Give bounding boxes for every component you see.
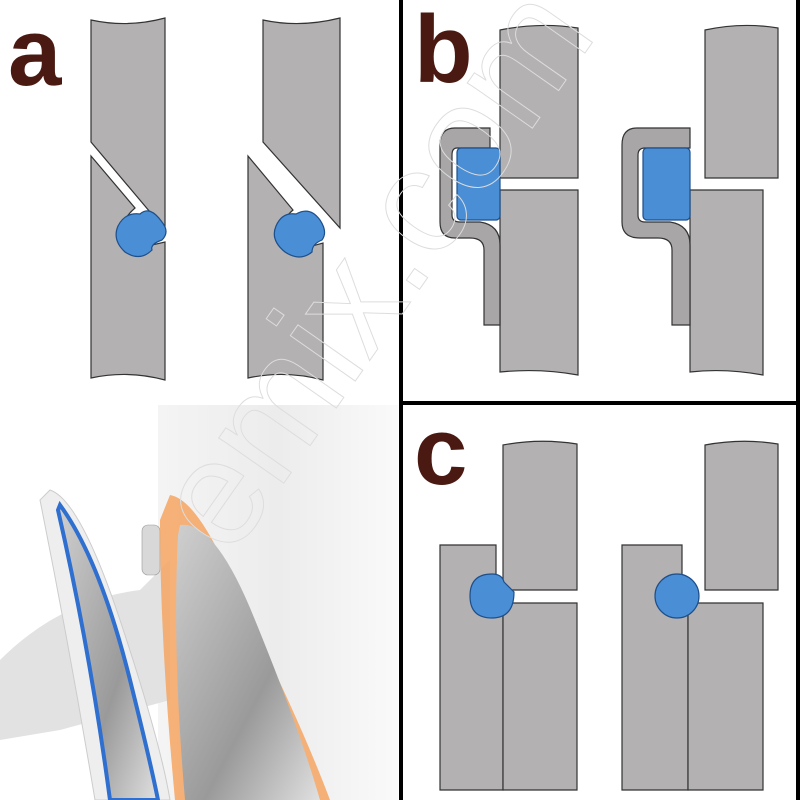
seal (469, 573, 515, 619)
seal (642, 147, 691, 221)
panel-b-joint-2 (621, 24, 779, 376)
seal (115, 210, 167, 258)
panel-c-joint-2 (621, 440, 779, 791)
panel-a-joint-1 (90, 17, 167, 381)
panel-dividers (399, 0, 800, 800)
panel-a-3d-render (0, 405, 398, 800)
panel-label-c: c (414, 398, 467, 505)
panel-a-joint-2 (247, 17, 341, 381)
seal (654, 573, 700, 619)
seal (273, 210, 326, 258)
seal (456, 147, 501, 221)
panel-c-joint-1 (439, 440, 578, 791)
panel-label-b: b (414, 0, 473, 103)
panel-b-joint-1 (439, 24, 579, 376)
panel-label-a: a (8, 0, 62, 106)
